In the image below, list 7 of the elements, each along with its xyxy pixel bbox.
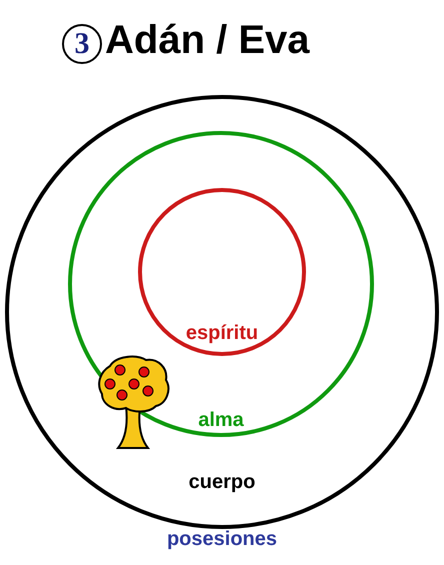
circle-label: alma bbox=[197, 408, 245, 433]
title: Adán / Eva bbox=[105, 20, 310, 60]
outside-label: posesiones bbox=[166, 527, 278, 552]
badge-number: 3 bbox=[74, 29, 90, 59]
circle-label: cuerpo bbox=[188, 470, 256, 495]
circle-label: espíritu bbox=[184, 321, 260, 346]
number-badge bbox=[62, 24, 102, 64]
